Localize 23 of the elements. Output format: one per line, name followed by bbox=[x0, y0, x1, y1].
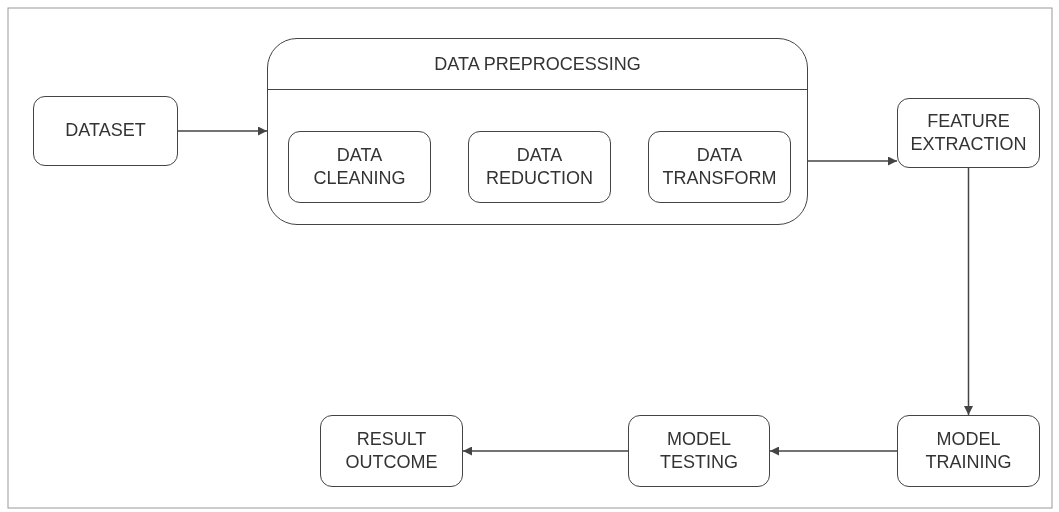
process-box bbox=[628, 415, 770, 487]
box-label: MODEL TESTING bbox=[659, 427, 739, 474]
box-label: DATA REDUCTION bbox=[485, 143, 594, 190]
process-box bbox=[320, 415, 463, 487]
arrow bbox=[462, 446, 629, 456]
process-box bbox=[897, 415, 1040, 487]
arrow bbox=[177, 126, 268, 136]
box-label: RESULT OUTCOME bbox=[344, 427, 439, 474]
process-box bbox=[468, 131, 611, 203]
arrow bbox=[807, 156, 898, 166]
arrow bbox=[769, 446, 898, 456]
box-label: DATA TRANSFORM bbox=[661, 143, 778, 190]
process-box bbox=[648, 131, 791, 203]
box-label: DATASET bbox=[64, 119, 147, 143]
group-title: DATA PREPROCESSING bbox=[433, 53, 642, 76]
process-box bbox=[897, 98, 1040, 168]
group-container bbox=[267, 38, 808, 225]
process-box bbox=[33, 96, 178, 166]
box-label: DATA CLEANING bbox=[312, 143, 407, 190]
arrow bbox=[964, 167, 973, 416]
box-label: FEATURE EXTRACTION bbox=[909, 109, 1028, 156]
process-box bbox=[288, 131, 431, 203]
box-label: MODEL TRAINING bbox=[924, 427, 1013, 474]
